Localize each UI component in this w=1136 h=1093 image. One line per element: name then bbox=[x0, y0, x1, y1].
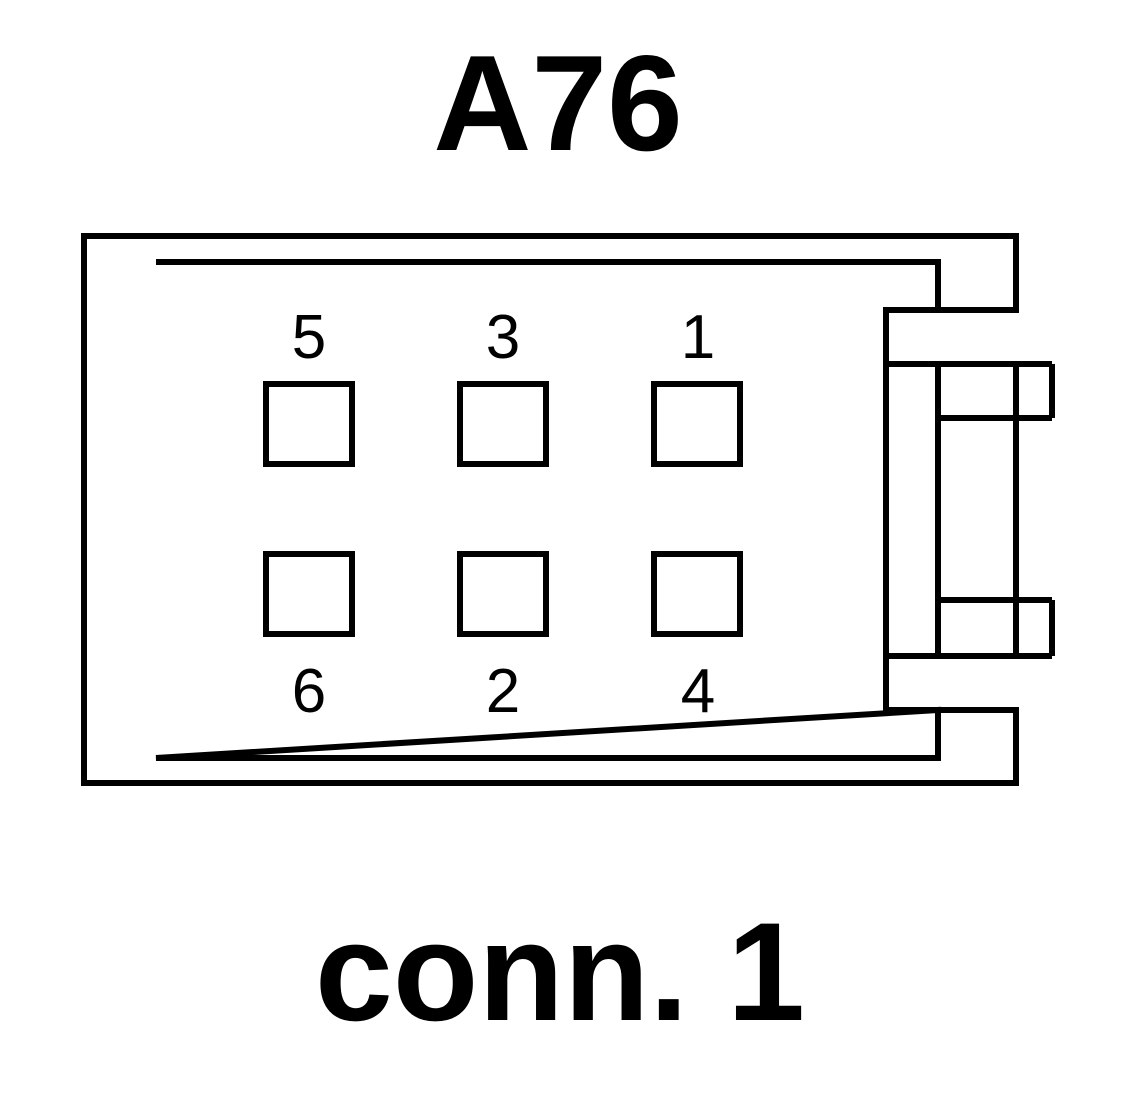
connector-title: A76 bbox=[433, 27, 683, 179]
pin-label-4: 4 bbox=[681, 657, 715, 726]
pin-5-terminal bbox=[263, 381, 355, 467]
pin-2-terminal bbox=[457, 551, 549, 637]
pin-label-2: 2 bbox=[486, 657, 520, 726]
pin-row-bottom: 6 2 4 bbox=[263, 551, 743, 726]
pin-1-terminal bbox=[651, 381, 743, 467]
pin-4-terminal bbox=[651, 551, 743, 637]
connector-latch bbox=[886, 361, 1055, 659]
connector-inner-cavity bbox=[155, 259, 941, 761]
pin-3-terminal bbox=[457, 381, 549, 467]
pin-label-5: 5 bbox=[292, 303, 326, 372]
connector-outer-housing bbox=[81, 233, 1019, 786]
pin-label-6: 6 bbox=[292, 657, 326, 726]
pin-label-1: 1 bbox=[681, 303, 715, 372]
pin-6-terminal bbox=[263, 551, 355, 637]
connector-caption: conn. 1 bbox=[315, 893, 805, 1050]
pin-row-top: 5 3 1 bbox=[263, 303, 743, 467]
pin-label-3: 3 bbox=[486, 303, 520, 372]
